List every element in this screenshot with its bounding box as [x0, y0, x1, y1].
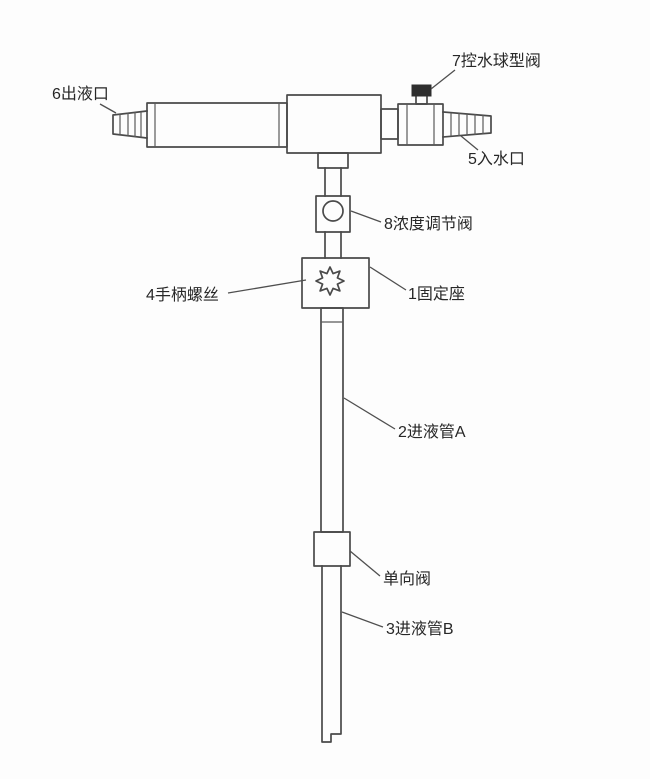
- main-valve-block: [286, 94, 382, 154]
- valve-handle: [411, 84, 432, 97]
- mixer-cylinder: [146, 102, 288, 148]
- block-body: [286, 94, 382, 154]
- leader-line-screw4: [227, 279, 307, 294]
- pipe-b-body: [321, 565, 342, 743]
- suction-pipe-a: [320, 307, 344, 533]
- valve-body: [315, 195, 351, 233]
- leader-line-inlet5: [460, 135, 479, 151]
- handle-screw-knob: [315, 266, 345, 296]
- leader-line-seat1: [369, 266, 407, 291]
- pipe-a-body: [320, 307, 344, 533]
- cylinder-body: [146, 102, 288, 148]
- mounting-seat: [301, 257, 370, 309]
- valve-body: [397, 103, 444, 146]
- label-suction-pipe-a: 2进液管A: [398, 423, 466, 441]
- label-suction-pipe-b: 3进液管B: [386, 620, 454, 638]
- seat-body: [301, 257, 370, 309]
- label-check-valve: 单向阀: [383, 570, 431, 588]
- barb-outline: [112, 110, 148, 139]
- valve-knob-circle: [322, 200, 344, 222]
- concentration-valve: [315, 195, 351, 259]
- check-valve: [313, 531, 351, 567]
- leader-line-valve7: [430, 69, 456, 90]
- valve-connector: [380, 108, 399, 140]
- inlet-hose-barb: [442, 111, 492, 138]
- check-valve-body: [313, 531, 351, 567]
- suction-pipe-b: [321, 565, 342, 743]
- leader-line-pipeA2: [343, 397, 396, 430]
- water-ball-valve: [380, 84, 444, 146]
- outlet-hose-barb: [112, 110, 148, 139]
- label-water-inlet: 5入水口: [468, 150, 525, 168]
- leader-line-pipeB3: [341, 611, 384, 628]
- leader-line-outlet6: [99, 103, 117, 114]
- flange: [317, 152, 349, 169]
- label-liquid-outlet: 6出液口: [52, 85, 109, 103]
- leader-line-check: [349, 550, 381, 577]
- label-water-ball-valve: 7控水球型阀: [452, 52, 541, 70]
- label-handle-screw: 4手柄螺丝: [146, 286, 219, 304]
- label-concentration-valve: 8浓度调节阀: [384, 215, 473, 233]
- upper-pipe-flange: [317, 152, 349, 197]
- label-mounting-seat: 1固定座: [408, 285, 465, 303]
- leader-line-valve8: [350, 210, 382, 223]
